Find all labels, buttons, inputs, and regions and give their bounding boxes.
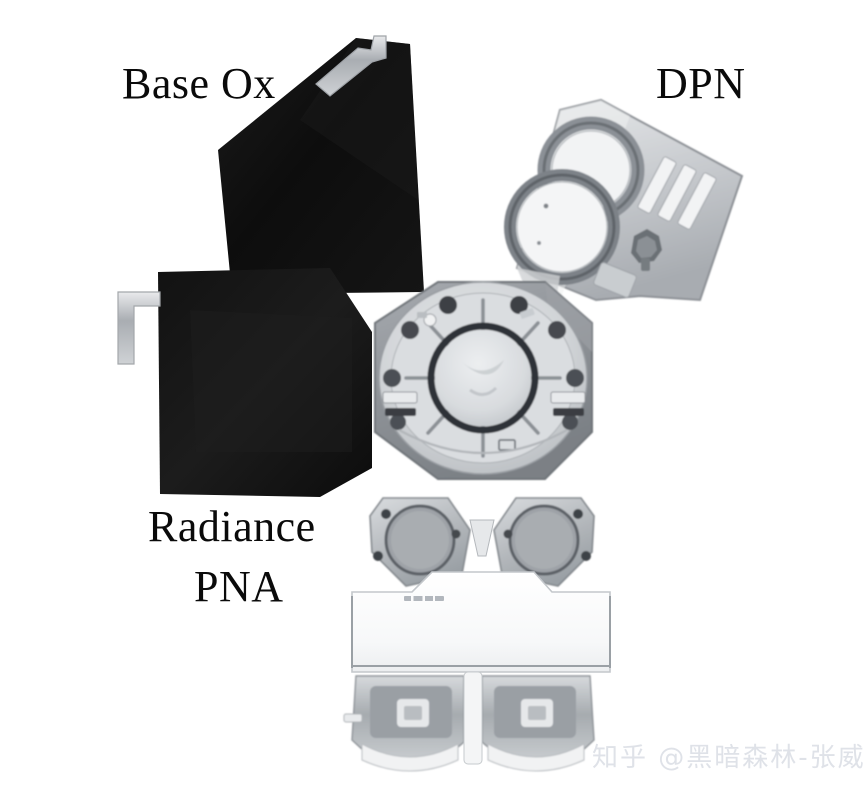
- chamber-deck-fittings: [417, 308, 535, 451]
- base-ox-lower-art: [158, 268, 372, 497]
- base-ox-lower-pipe: [117, 291, 161, 365]
- dpn-chamber-upper: [537, 116, 645, 224]
- efem-art: [351, 571, 611, 673]
- chamber-side-flanges: [382, 391, 586, 416]
- load-lock-center-wedge: [469, 519, 495, 557]
- chamber-spokes: [404, 298, 562, 458]
- label-base-ox: Base Ox: [122, 59, 276, 108]
- load-port-divider: [463, 671, 483, 765]
- load-lock-right-art: [493, 497, 595, 587]
- label-pna: PNA: [194, 562, 284, 611]
- chamber-bolts: [383, 296, 584, 430]
- label-dpn: DPN: [656, 59, 746, 108]
- label-radiance: Radiance: [148, 502, 316, 551]
- load-port-left-art: [343, 675, 465, 772]
- zhihu-watermark: 知乎 @黑暗森林-张威: [592, 743, 864, 773]
- dpn-chamber-lower: [504, 169, 620, 285]
- dpn-slat-group: [637, 156, 717, 230]
- dpn-valve-cluster: [631, 229, 662, 271]
- transfer-chamber-art: [374, 281, 593, 480]
- base-ox-upper-pipe: [315, 35, 387, 97]
- load-port-right-art: [481, 675, 595, 772]
- load-lock-left-art: [369, 497, 471, 587]
- efem-nameplate-text: [404, 596, 444, 601]
- dpn-module-art: [504, 98, 744, 302]
